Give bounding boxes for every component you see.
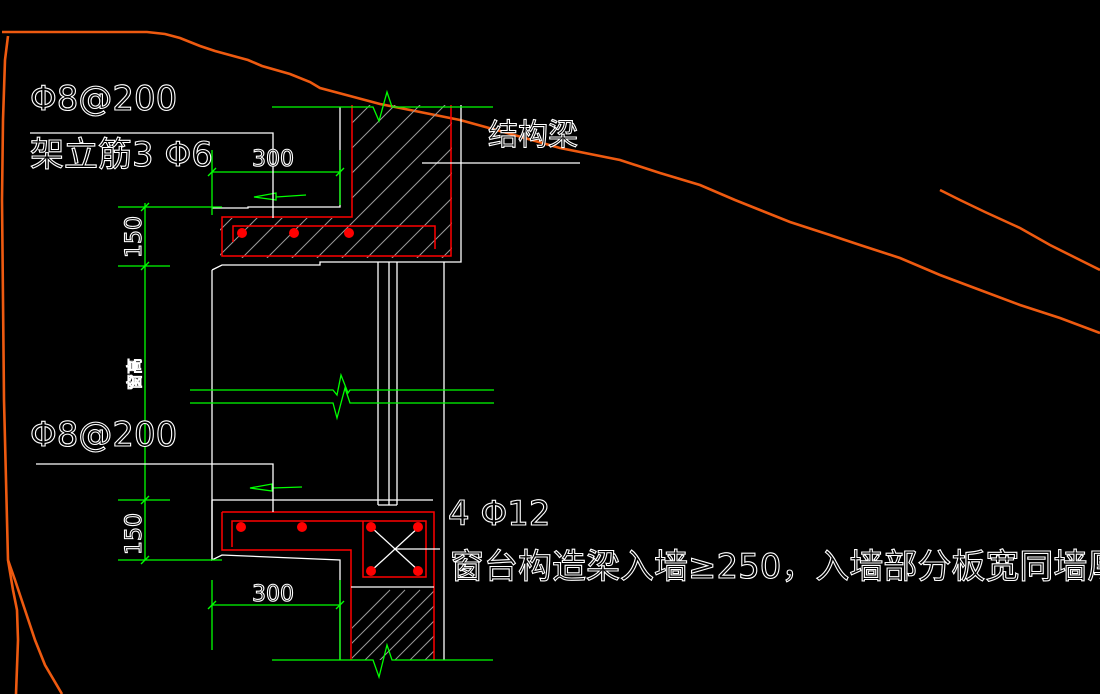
sill-note-label: 窗台构造梁入墙≥250，入墙部分板宽同墙厚 [450, 547, 1100, 587]
window-height-label: 窗高 [125, 358, 144, 390]
rebar-dot [237, 228, 247, 238]
top-width-dimension: 300 [252, 147, 294, 172]
top-depth-dimension: 150 [122, 216, 147, 258]
rebar-dot [344, 228, 354, 238]
bottom-width-dimension: 300 [252, 582, 294, 607]
rebar-dot [297, 522, 307, 532]
dimension-lines [118, 150, 345, 660]
rebar-dot [366, 522, 376, 532]
top-erection-bars-label: 架立筋3 Φ6 [30, 135, 213, 175]
sill-main-bars-label: 4 Φ12 [448, 494, 550, 534]
rebar-dot [236, 522, 246, 532]
top-break-line [272, 89, 493, 123]
bottom-depth-dimension: 150 [122, 513, 147, 555]
markup-curve [0, 30, 1100, 694]
window-frame [211, 262, 445, 660]
rebar-dot [413, 566, 423, 576]
rebar-dot [366, 566, 376, 576]
structural-beam-label: 结构梁 [488, 118, 578, 153]
top-stirrup-label: Φ8@200 [30, 79, 177, 119]
sill-beam [211, 500, 440, 660]
rebar-dot [413, 522, 423, 532]
bottom-stirrup-label: Φ8@200 [30, 415, 177, 455]
leader-lines [30, 132, 274, 512]
bottom-break-line [272, 642, 493, 680]
mid-break-line [190, 372, 494, 421]
rebar-dot [289, 228, 299, 238]
